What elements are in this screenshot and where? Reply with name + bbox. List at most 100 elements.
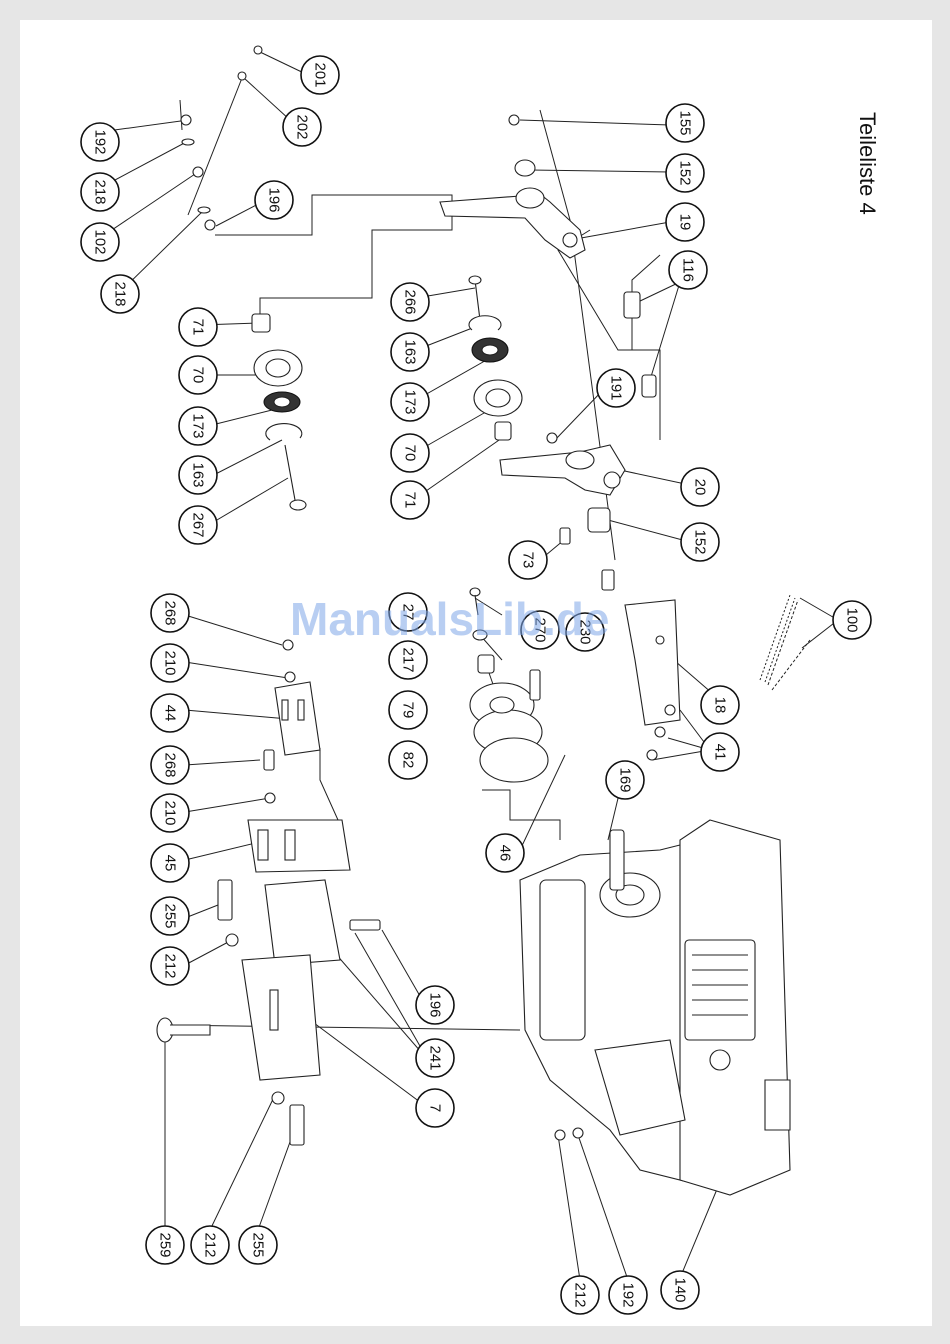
callout-173: 173	[179, 407, 217, 445]
callout-192: 192	[81, 123, 119, 161]
engine-140	[520, 820, 790, 1195]
callout-19: 19	[666, 203, 704, 241]
callout-number: 7	[427, 1104, 444, 1112]
callout-number: 212	[202, 1232, 219, 1257]
callout-169: 169	[606, 761, 644, 799]
callout-202: 202	[283, 108, 321, 146]
callout-number: 44	[162, 705, 179, 722]
callout-number: 152	[677, 160, 694, 185]
callout-number: 173	[190, 413, 207, 438]
callout-number: 210	[162, 650, 179, 675]
callout-201: 201	[301, 56, 339, 94]
callout-number: 268	[162, 600, 179, 625]
callout-102: 102	[81, 223, 119, 261]
callout-number: 102	[92, 229, 109, 254]
callout-number: 116	[680, 258, 697, 282]
callout-number: 140	[672, 1277, 689, 1302]
callout-163: 163	[179, 456, 217, 494]
callout-number: 41	[712, 744, 729, 761]
callout-268: 268	[151, 746, 189, 784]
idler-pulley-left	[252, 314, 306, 510]
callout-73: 73	[509, 541, 547, 579]
watermark: ManualsLib.de	[290, 593, 609, 645]
callout-218: 218	[81, 173, 119, 211]
callout-number: 217	[400, 647, 417, 672]
callout-number: 259	[157, 1232, 174, 1257]
callout-267: 267	[179, 506, 217, 544]
callout-number: 191	[608, 375, 625, 400]
callout-number: 218	[92, 179, 109, 204]
callout-218: 218	[101, 275, 139, 313]
callout-number: 202	[294, 114, 311, 139]
callout-number: 210	[162, 800, 179, 825]
callout-212: 212	[151, 947, 189, 985]
callout-number: 192	[620, 1282, 637, 1307]
callout-number: 46	[497, 845, 514, 862]
idler-pulley-right	[469, 276, 522, 440]
callout-70: 70	[391, 434, 429, 472]
throttle-rod-assembly	[180, 46, 262, 230]
callout-number: 73	[520, 552, 537, 569]
callout-number: 196	[266, 187, 283, 212]
callout-number: 218	[112, 281, 129, 306]
callout-number: 196	[427, 992, 444, 1017]
callout-255: 255	[151, 897, 189, 935]
callout-number: 100	[844, 607, 861, 632]
callout-191: 191	[597, 369, 635, 407]
callout-number: 18	[712, 697, 729, 714]
callout-7: 7	[416, 1089, 454, 1127]
callout-number: 192	[92, 129, 109, 154]
callout-210: 210	[151, 644, 189, 682]
lever-19	[440, 115, 656, 397]
callout-212: 212	[561, 1276, 599, 1314]
callout-46: 46	[486, 834, 524, 872]
callout-268: 268	[151, 594, 189, 632]
callout-number: 212	[572, 1282, 589, 1307]
callout-number: 71	[402, 492, 419, 509]
callout-41: 41	[701, 733, 739, 771]
exploded-parts-diagram: 201 202 192 218 102 218 196 155 152 19 116 266 163 17…	[20, 20, 932, 1326]
callout-number: 267	[190, 512, 207, 537]
callout-71: 71	[391, 481, 429, 519]
callout-212: 212	[191, 1226, 229, 1264]
callout-210: 210	[151, 794, 189, 832]
callout-241: 241	[416, 1039, 454, 1077]
callout-number: 241	[427, 1045, 444, 1070]
callout-140: 140	[661, 1271, 699, 1309]
callout-79: 79	[389, 691, 427, 729]
callout-196: 196	[255, 181, 293, 219]
callout-45: 45	[151, 844, 189, 882]
callout-number: 155	[677, 110, 694, 135]
callout-number: 266	[402, 289, 419, 314]
callout-192: 192	[609, 1276, 647, 1314]
callout-18: 18	[701, 686, 739, 724]
callout-217: 217	[389, 641, 427, 679]
callout-82: 82	[389, 741, 427, 779]
callout-number: 212	[162, 953, 179, 978]
callout-number: 45	[162, 855, 179, 872]
callout-number: 268	[162, 752, 179, 777]
callout-163: 163	[391, 333, 429, 371]
callout-number: 201	[312, 62, 329, 87]
callout-44: 44	[151, 694, 189, 732]
callout-71: 71	[179, 308, 217, 346]
callout-266: 266	[391, 283, 429, 321]
mounting-brackets	[157, 640, 380, 1145]
callout-173: 173	[391, 383, 429, 421]
callout-152: 152	[681, 523, 719, 561]
callout-155: 155	[666, 104, 704, 142]
callout-number: 19	[677, 214, 694, 231]
callout-number: 79	[400, 702, 417, 719]
callout-number: 70	[402, 445, 419, 462]
callout-259: 259	[146, 1226, 184, 1264]
callout-number: 82	[400, 752, 417, 769]
callout-number: 255	[162, 903, 179, 928]
callout-number: 152	[692, 529, 709, 554]
callout-20: 20	[681, 468, 719, 506]
callout-number: 173	[402, 389, 419, 414]
callout-number: 255	[250, 1232, 267, 1257]
callout-116: 116	[669, 251, 707, 289]
callout-100: 100	[833, 601, 871, 639]
callout-number: 20	[692, 479, 709, 496]
callout-255: 255	[239, 1226, 277, 1264]
